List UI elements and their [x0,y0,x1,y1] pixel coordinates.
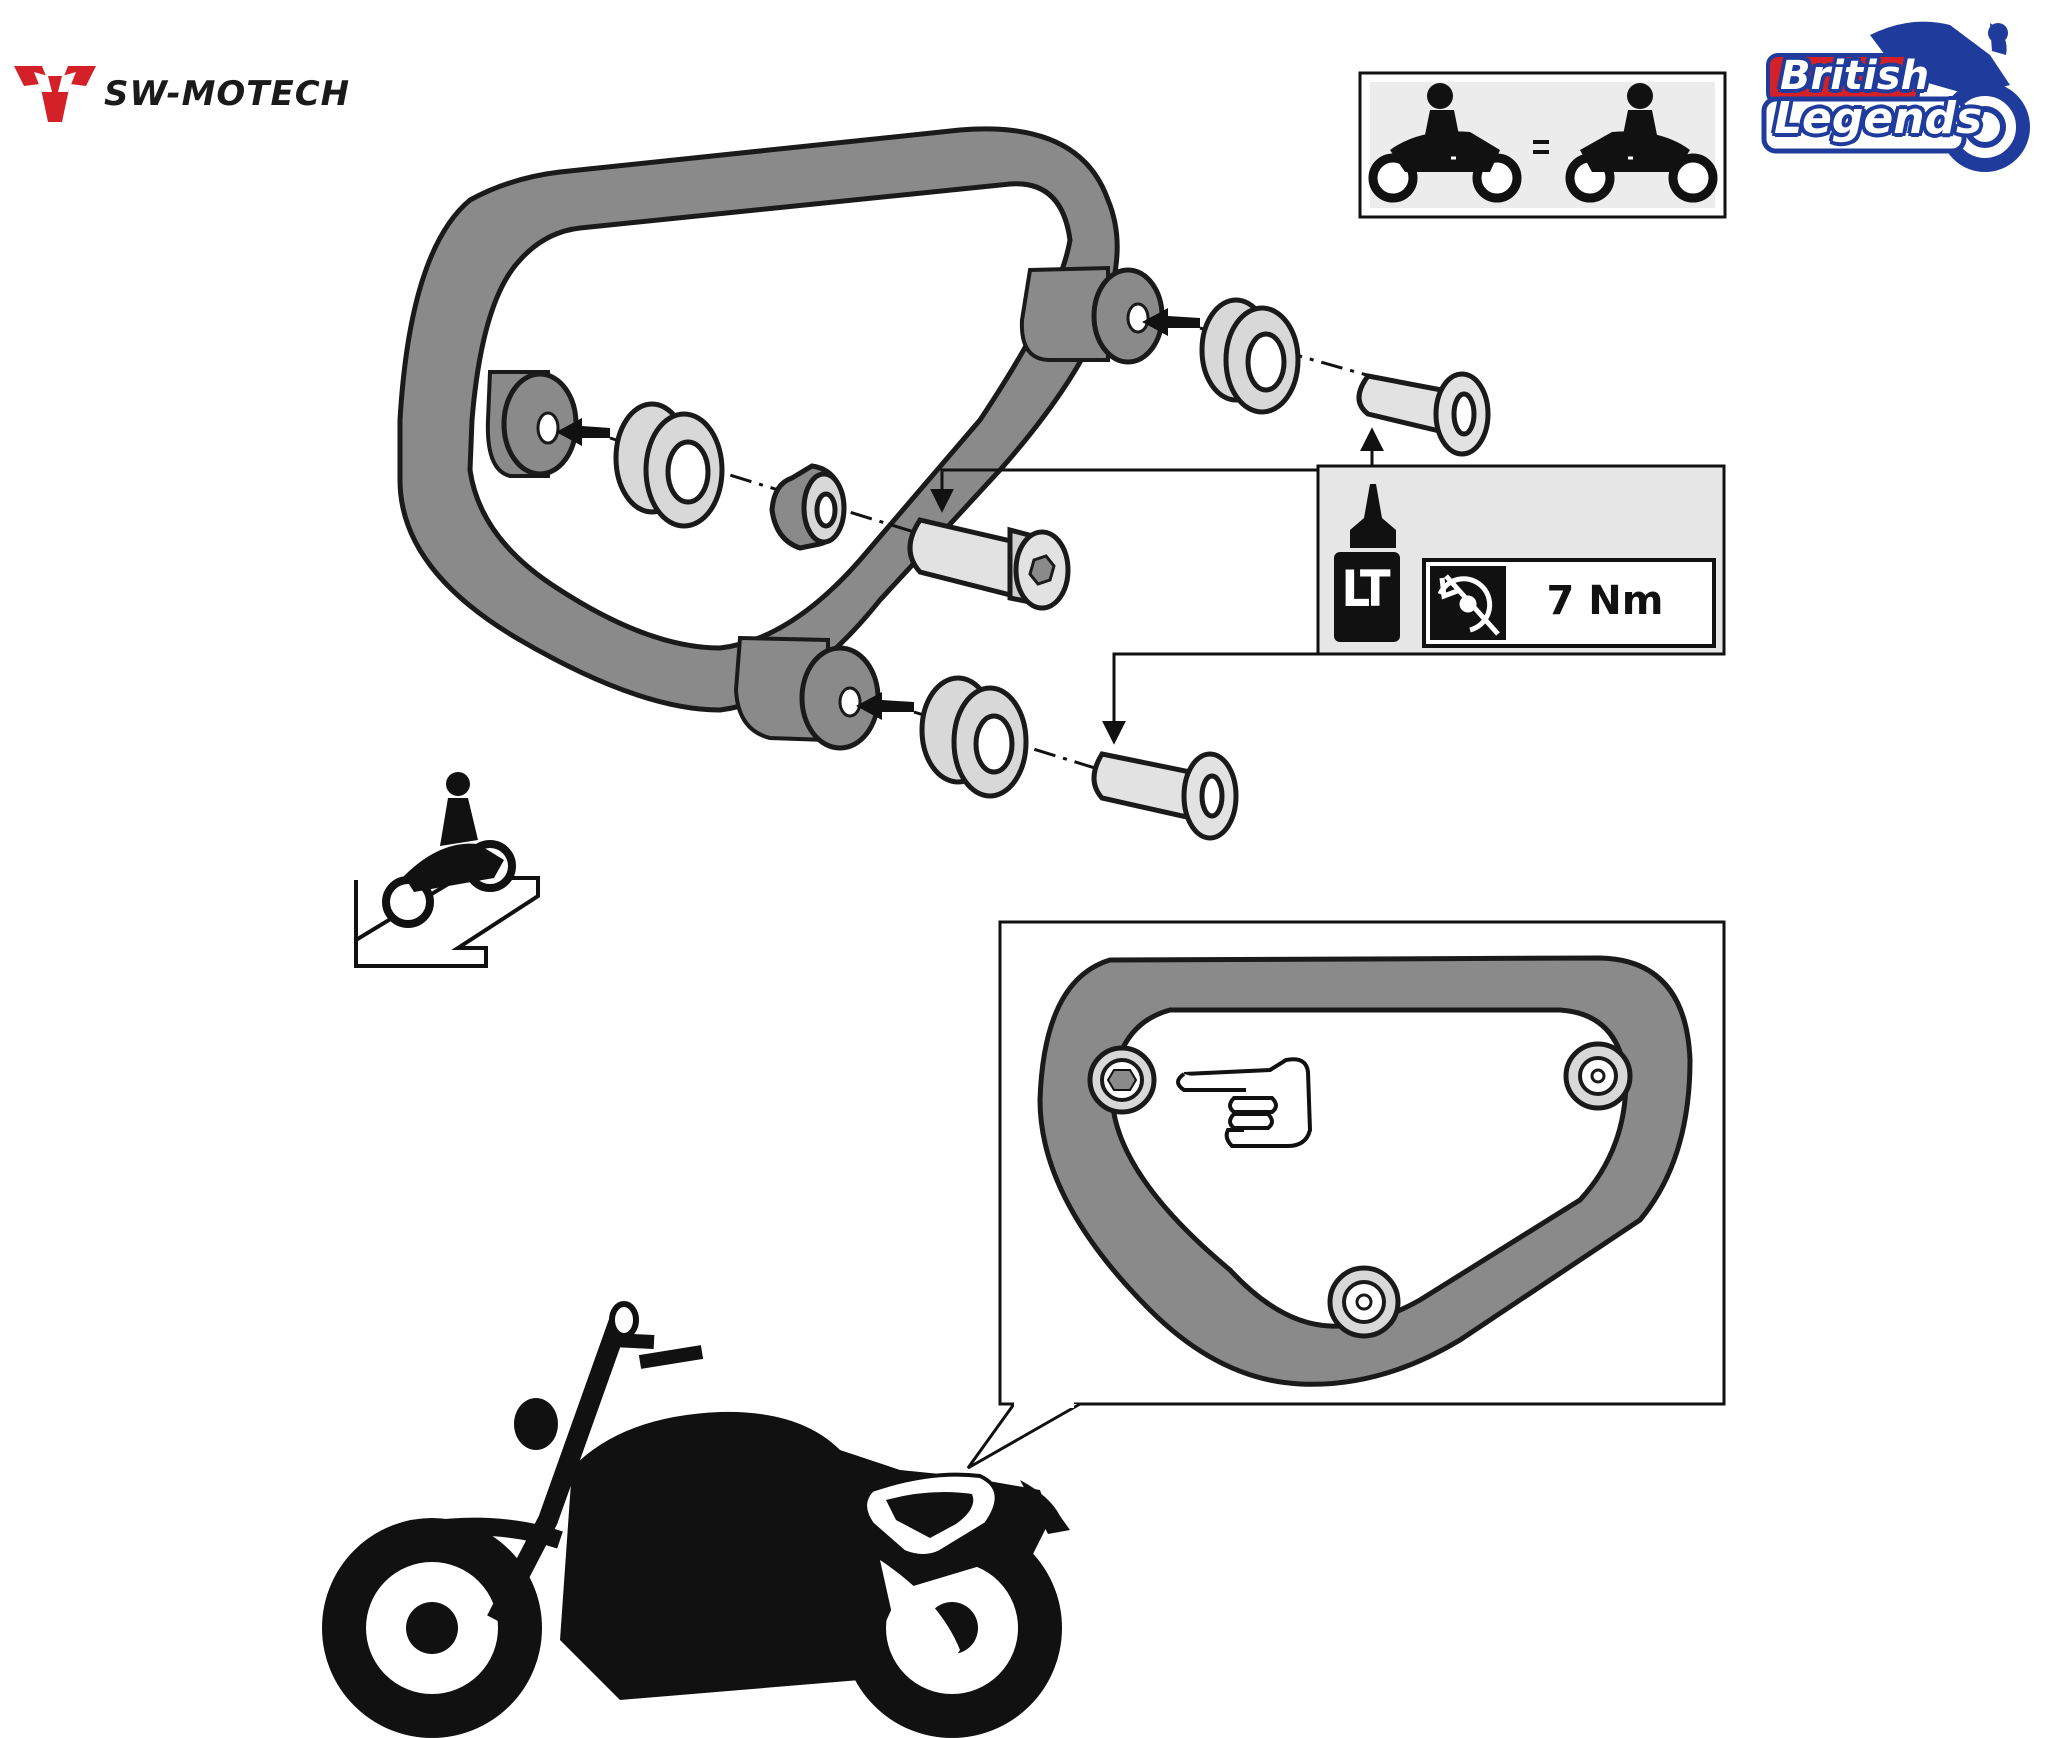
mount-boss-lower [733,635,881,751]
rubber-bushing [919,675,1029,799]
countersunk-bolt [1356,371,1491,457]
bolt-head-countersunk [1327,1265,1401,1339]
spacer-sleeve [769,463,847,551]
torque-wrench-icon [1437,574,1500,636]
sw-motech-logo-text: SW-MOTECH [104,74,351,114]
sw-motech-logo: SW-MOTECH [12,62,350,126]
pointing-hand-icon [1176,1057,1313,1148]
grab-rail-frame [397,126,1165,751]
sw-motech-logo-icon [14,66,96,122]
rubber-bushing [1199,297,1301,415]
torque-value: 7 Nm [1546,578,1664,624]
british-legends-line1: British [1780,53,1930,99]
socket-head-bolt [907,517,1071,611]
detail-inset [966,920,1726,1470]
symmetry-box [1358,71,1727,219]
insertion-arrows [556,308,1200,720]
mount-boss-upper [1019,265,1165,365]
british-legends-logo: British Legends [1760,15,2032,175]
threadlocker-label: LT [1341,560,1390,618]
bolt-head-countersunk [1563,1041,1633,1111]
british-legends-line2: Legends [1774,93,1983,144]
british-legends-logo-icon [1761,21,2030,172]
countersunk-bolt [1091,751,1239,841]
leader-lines [930,427,1384,745]
torque-spec-box [930,427,1726,745]
rider-direction-left-icon [354,772,540,968]
left-equals-right-motorcycle-icon [1368,83,1718,203]
threadlocker-bottle-icon [1334,484,1400,642]
rubber-bushing [613,401,725,529]
motorcycle-silhouette-icon [322,1301,1070,1738]
bolt-head-socket [1087,1045,1157,1115]
mount-boss-left [485,370,579,478]
